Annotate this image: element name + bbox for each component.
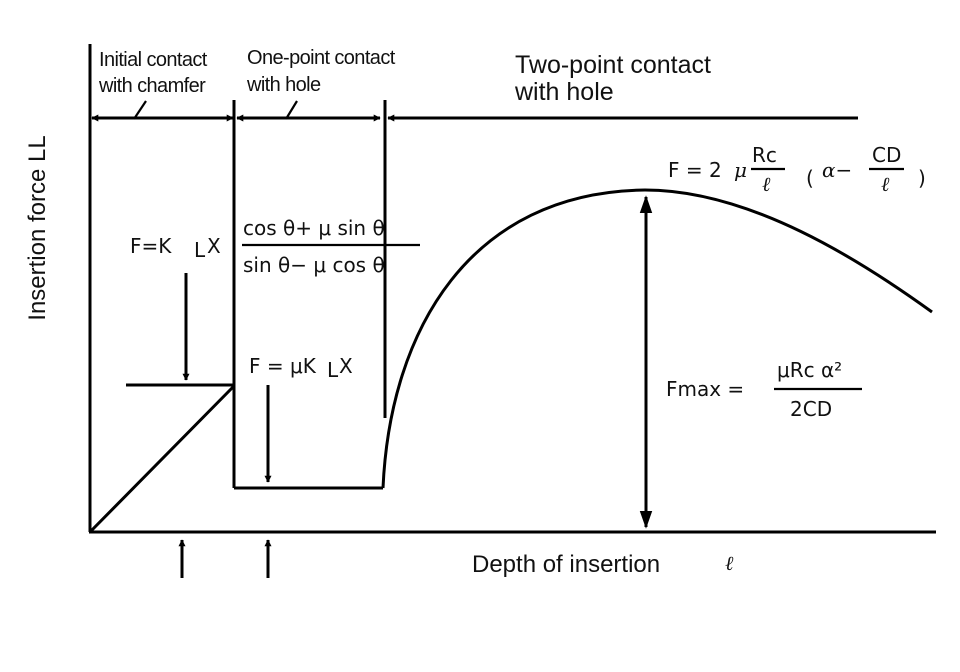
spring-eq-numerator: cos θ+ μ sin θ: [243, 216, 385, 240]
fmax-eq-denominator: 2CD: [790, 397, 832, 421]
two-point-eq-mu: μ: [734, 158, 747, 182]
y-axis-label: Insertion force LL: [24, 135, 51, 320]
spring-eq-lhs: F=K: [130, 234, 172, 258]
friction-force-equation: F = μK L X: [249, 354, 353, 382]
x-axis-symbol: ℓ: [725, 551, 734, 575]
spring-eq-sub: L: [194, 238, 206, 262]
phase-two-point-label-line2: with hole: [514, 78, 614, 106]
spring-force-equation: F=K L X cos θ+ μ sin θ sin θ− μ cos θ: [130, 216, 420, 277]
phase-one-point-leader: [285, 100, 298, 120]
two-point-eq-paren-open: (: [806, 166, 814, 190]
phase-initial-leader: [133, 100, 147, 120]
two-point-eq-lhs: F = 2: [668, 158, 722, 182]
phase-initial-label-line1: Initial contact: [99, 49, 208, 71]
x-axis-label: Depth of insertion: [472, 551, 660, 578]
two-point-force-equation: F = 2 μ Rc ℓ ( α− CD ℓ ): [668, 143, 926, 196]
two-point-eq-inner-numerator: CD: [872, 143, 901, 167]
two-point-eq-alpha: α−: [822, 158, 852, 182]
friction-eq-sub: L: [327, 358, 339, 382]
spring-eq-var: X: [207, 234, 221, 258]
fmax-equation: Fmax = μRc α² 2CD: [666, 358, 862, 421]
two-point-eq-numerator: Rc: [752, 143, 777, 167]
friction-eq-text: F = μK: [249, 354, 317, 378]
phase-one-point-label-line1: One-point contact: [247, 47, 396, 69]
phase-one-point-label-line2: with hole: [246, 74, 321, 96]
spring-eq-denominator: sin θ− μ cos θ: [243, 253, 385, 277]
force-curve-two-point: [381, 188, 933, 489]
fmax-eq-numerator: μRc α²: [777, 358, 842, 382]
friction-eq-var: X: [339, 354, 353, 378]
phase-two-point-label-line1: Two-point contact: [515, 51, 711, 79]
two-point-eq-paren-close: ): [918, 166, 926, 190]
two-point-eq-inner-denominator: ℓ: [881, 172, 890, 196]
force-curve-chamfer: [88, 382, 236, 534]
fmax-eq-lhs: Fmax =: [666, 377, 744, 401]
two-point-eq-denominator: ℓ: [762, 172, 771, 196]
phase-initial-label-line2: with chamfer: [98, 75, 206, 97]
